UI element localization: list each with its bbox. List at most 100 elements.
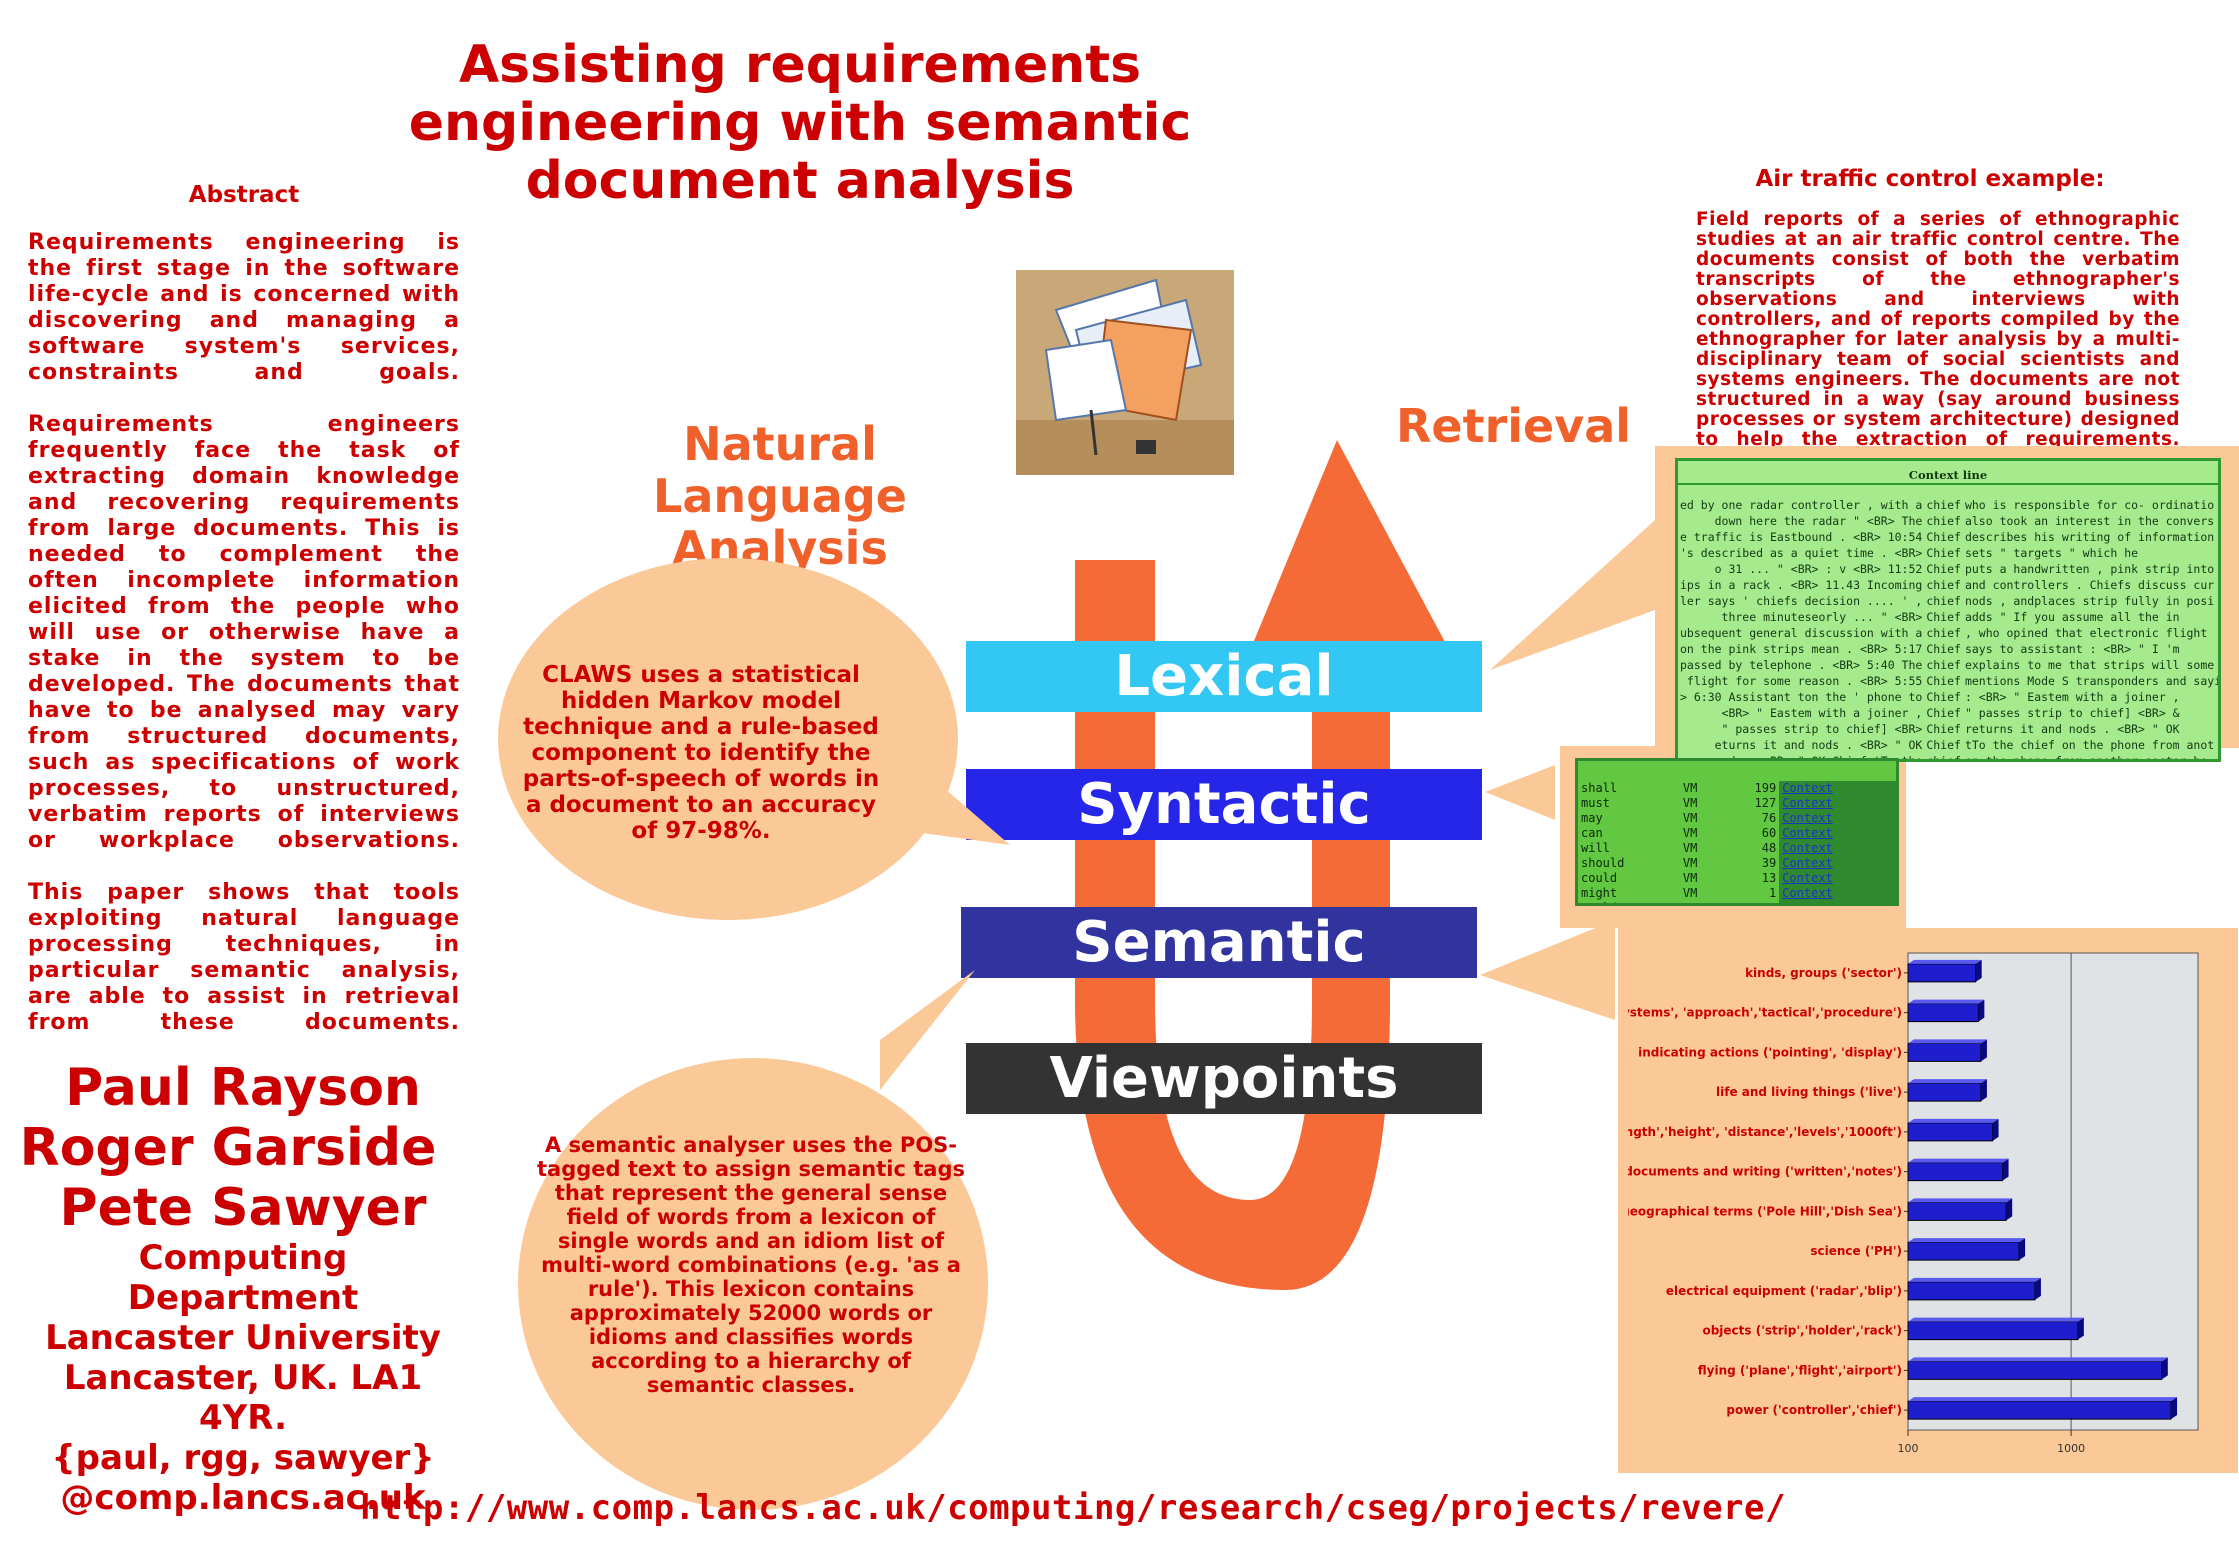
kwic-keyword: Chief bbox=[1926, 690, 1961, 704]
freq-count: 199 bbox=[1754, 781, 1777, 795]
claws-bubble bbox=[498, 558, 958, 920]
author-name: Pete Sawyer bbox=[59, 1178, 427, 1238]
freq-context-link[interactable]: Context bbox=[1779, 781, 1896, 796]
category-label: objects ('strip','holder','rack') bbox=[1702, 1324, 1902, 1338]
category-label: mental objects ('systems', 'approach','t… bbox=[1628, 1006, 1902, 1020]
bar bbox=[1907, 1201, 2007, 1221]
kwic-keyword: chief bbox=[1926, 594, 1961, 608]
project-url[interactable]: http://www.comp.lancs.ac.uk/computing/re… bbox=[360, 1488, 1786, 1528]
kwic-right-context: : <BR> " Eastem with a joiner , bbox=[1964, 690, 2180, 704]
kwic-header: Context line bbox=[1678, 467, 2218, 485]
kwic-keyword: Chief bbox=[1926, 530, 1961, 544]
bar-top bbox=[1908, 1277, 2041, 1282]
freq-word: shall bbox=[1581, 781, 1618, 795]
layer-lexical: Lexical bbox=[966, 641, 1482, 712]
freq-tag: VM bbox=[1682, 811, 1698, 825]
freq-count: 60 bbox=[1761, 826, 1777, 840]
freq-context-link[interactable]: Context bbox=[1779, 826, 1896, 841]
freq-word: should bbox=[1581, 856, 1625, 870]
bar-side bbox=[2171, 1397, 2178, 1420]
kwic-keyword: Chief bbox=[1926, 674, 1961, 688]
affiliation-line: Lancaster, UK. LA1 bbox=[63, 1358, 423, 1398]
bar bbox=[1907, 1042, 1982, 1062]
freq-tag: VM bbox=[1680, 901, 1722, 903]
kwic-keyword: chief bbox=[1926, 498, 1961, 512]
u-arrow-shape bbox=[1075, 440, 1460, 1290]
bar bbox=[1907, 1082, 1982, 1102]
author-name: Paul Rayson bbox=[65, 1058, 421, 1118]
affiliation-line: 4YR. bbox=[198, 1398, 287, 1438]
email-line: @comp.lancs.ac.uk bbox=[60, 1478, 426, 1518]
freq-context-link[interactable]: Context bbox=[1779, 811, 1896, 826]
kwic-right-context: " passes strip to chief] <BR> & bbox=[1964, 706, 2180, 720]
layer-syntactic: Syntactic bbox=[966, 769, 1482, 840]
category-label: geographical terms ('Pole Hill','Dish Se… bbox=[1628, 1204, 1902, 1218]
freq-context-link[interactable]: Context bbox=[1779, 856, 1896, 871]
semantic-frequency-chart: kinds, groups ('sector') mental objects (… bbox=[1628, 952, 2199, 1455]
connector-syntactic bbox=[1485, 765, 1555, 820]
category-label: indicating actions ('pointing', 'display… bbox=[1638, 1045, 1902, 1059]
abstract-heading: Abstract bbox=[188, 182, 300, 208]
freq-count: 48 bbox=[1761, 841, 1777, 855]
kwic-keyword: chief bbox=[1926, 658, 1961, 672]
kwic-keyword: Chief bbox=[1926, 562, 1961, 576]
kwic-left-context: > 6:30 Assistant ton the ' phone to bbox=[1680, 690, 1923, 704]
affiliation-line: Lancaster University bbox=[45, 1318, 441, 1358]
kwic-right-context: explains to me that strips will some bbox=[1964, 658, 2215, 672]
freq-tag: VM bbox=[1682, 826, 1698, 840]
kwic-left-context: passed by telephone . <BR> 5:40 The bbox=[1680, 658, 1923, 672]
email-line: {paul, rgg, sawyer} bbox=[51, 1438, 435, 1478]
kwic-right-context: tTo the chief on the phone from anot bbox=[1964, 738, 2215, 752]
bar-top bbox=[1908, 1079, 1987, 1084]
kwic-left-context: ler says ' chiefs decision .... ' , bbox=[1680, 594, 1923, 608]
freq-word: would bbox=[1578, 901, 1680, 903]
documents-illustration bbox=[1016, 270, 1234, 475]
freq-word: can bbox=[1581, 826, 1603, 840]
category-label: flying ('plane','flight','airport') bbox=[1698, 1363, 1902, 1377]
kwic-right-context: and controllers . Chiefs discuss cur bbox=[1964, 578, 2215, 592]
bar-top bbox=[1908, 959, 1982, 964]
category-label: measurement ('length','height', 'distanc… bbox=[1628, 1125, 1902, 1139]
kwic-right-context: adds " If you assume all the in bbox=[1964, 610, 2180, 624]
bar bbox=[1907, 1241, 2020, 1261]
kwic-left-context: down here the radar " <BR> The bbox=[1714, 514, 1923, 528]
bar-side bbox=[2002, 1158, 2009, 1181]
bar-top bbox=[1908, 1238, 2026, 1243]
kwic-right-context: returns it and nods . <BR> " OK bbox=[1964, 722, 2180, 736]
bar-top bbox=[1908, 1158, 2009, 1163]
kwic-keyword: Chief bbox=[1926, 546, 1961, 560]
author-name: Roger Garside bbox=[19, 1118, 437, 1178]
freq-context-link[interactable]: Context bbox=[1779, 886, 1896, 901]
freq-context-link[interactable]: Context bbox=[1779, 871, 1896, 886]
semantic-text: A semantic analyser uses the POS-tagged … bbox=[537, 1133, 965, 1397]
category-label: electrical equipment ('radar','blip') bbox=[1666, 1284, 1902, 1298]
freq-context-link[interactable]: Context bbox=[1779, 901, 1896, 903]
freq-context-link[interactable]: Context bbox=[1779, 841, 1896, 856]
kwic-right-context: also took an interest in the convers bbox=[1964, 514, 2215, 528]
freq-count: 13 bbox=[1761, 871, 1777, 885]
nla-label: Natural Language Analysis bbox=[653, 417, 907, 575]
bar bbox=[1907, 1360, 2163, 1380]
kwic-right-context: says to assistant : <BR> " I 'm bbox=[1964, 642, 2180, 656]
x-tick-label: 1000 bbox=[2057, 1442, 2085, 1455]
freq-tag: VM bbox=[1682, 841, 1698, 855]
bar bbox=[1907, 1122, 1994, 1142]
bar-side bbox=[2019, 1238, 2026, 1261]
freq-tag: VM bbox=[1682, 871, 1698, 885]
process-arrow bbox=[1075, 440, 1460, 1290]
kwic-left-context: on the pink strips mean . <BR> 5:17 bbox=[1680, 642, 1923, 656]
kwic-left-context: o 31 ... " <BR> : v <BR> 11:52 bbox=[1714, 562, 1923, 576]
freq-context-link[interactable]: Context bbox=[1779, 796, 1896, 811]
category-label: kinds, groups ('sector') bbox=[1745, 966, 1902, 980]
kwic-row: ler says ' chiefs decision .... ' ,chief… bbox=[1678, 593, 2218, 609]
kwic-keyword: chief bbox=[1926, 754, 1961, 762]
